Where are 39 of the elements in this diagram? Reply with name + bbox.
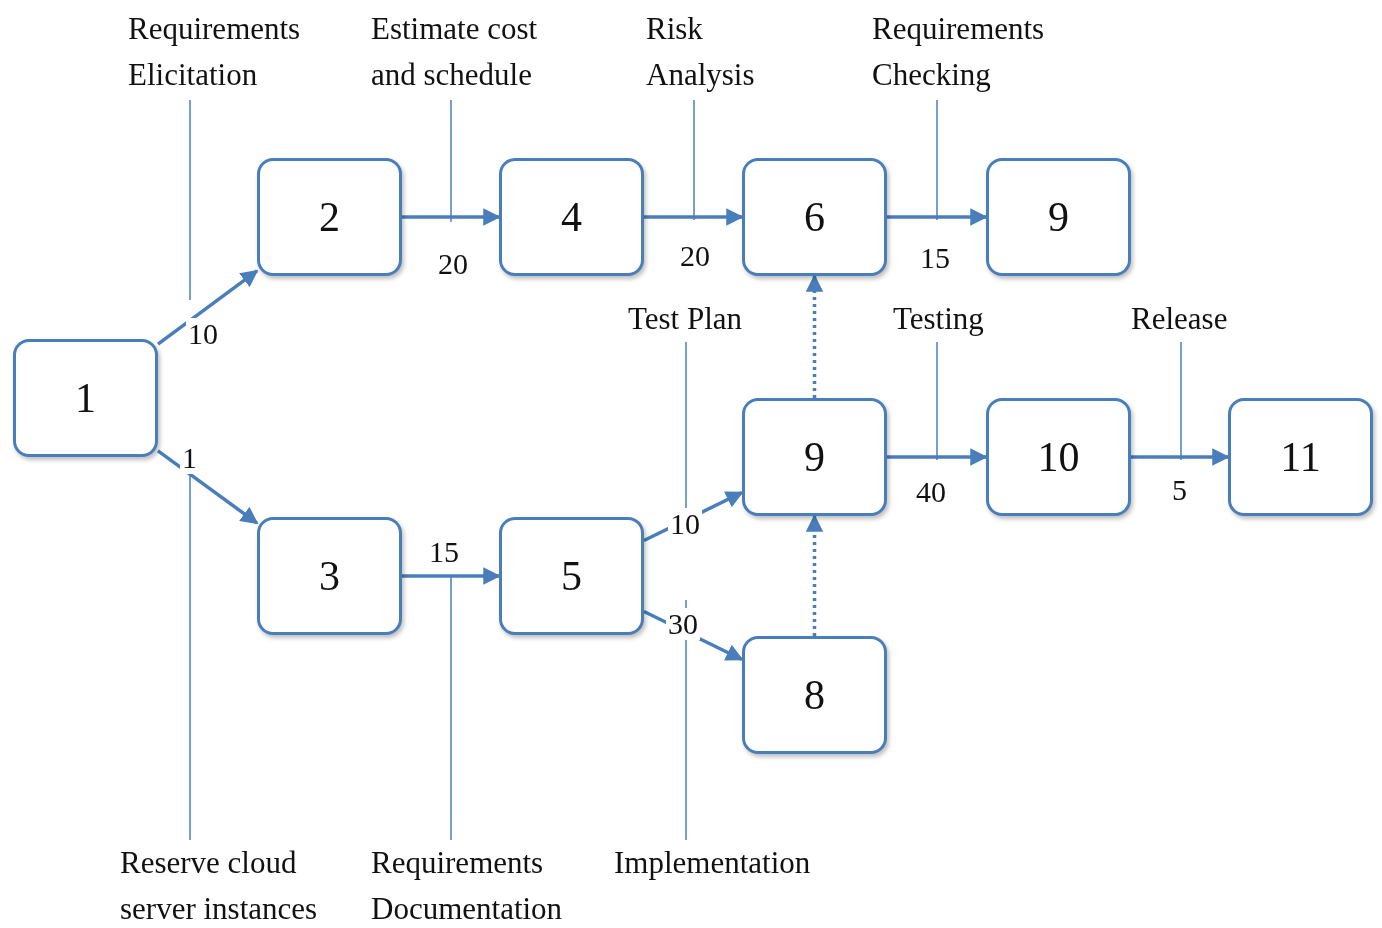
leader-line [936,99,938,221]
dotted-arrow [805,514,824,636]
leader-line [936,341,938,461]
event-box: 1 [13,339,158,457]
activity-label: Reserve cloud server instances [120,840,360,928]
activity-label: Risk Analysis [646,6,776,100]
activity-label: Test Plan [628,296,768,342]
activity-label: Release [1131,296,1246,342]
event-box: 3 [257,517,402,635]
activity-label: Requirements Checking [872,6,1077,100]
arrow [156,269,259,346]
leader-line [189,99,191,301]
edge-label: 30 [666,608,700,640]
event-box: 6 [742,158,887,276]
arrow [644,208,744,226]
arrow [402,208,501,226]
activity-label: Requirements Documentation [371,840,591,928]
event-box: 11 [1228,398,1373,516]
event-box: 9 [986,158,1131,276]
arrow [887,448,988,466]
event-box: 4 [499,158,644,276]
activity-label: Estimate cost and schedule [371,6,571,100]
dotted-arrow [805,274,824,398]
leader-line [450,574,452,841]
arrow [402,567,501,585]
leader-line [1180,341,1182,461]
event-box: 5 [499,517,644,635]
arrow [156,449,259,525]
event-box: 10 [986,398,1131,516]
event-box: 8 [742,636,887,754]
arrow [1131,448,1230,466]
leader-line [450,99,452,223]
activity-label: Testing [893,296,1008,342]
leader-line [693,99,695,221]
arrow [887,208,988,226]
activity-label: Implementation [614,840,844,886]
event-box: 2 [257,158,402,276]
event-box: 9 [742,398,887,516]
activity-label: Requirements Elicitation [128,6,343,100]
